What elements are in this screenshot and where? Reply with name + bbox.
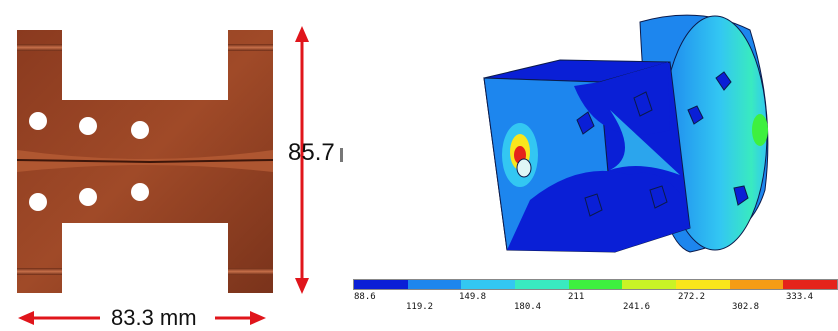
legend-tick-label: 302.8	[732, 302, 760, 312]
legend-swatch	[729, 280, 784, 289]
height-dimension-label: 85.7	[288, 139, 335, 166]
legend-tick-label: 333.4	[786, 292, 814, 302]
legend-tick-label: 272.2	[678, 292, 706, 302]
legend-swatch	[622, 280, 677, 289]
horizontal-dimension-arrow	[18, 311, 266, 325]
legend-tick-label: 180.4	[514, 302, 542, 312]
legend-swatch	[676, 280, 730, 289]
legend-tick-label: 211	[568, 292, 585, 302]
label-clip-mark	[340, 148, 343, 162]
stress-block	[483, 59, 691, 253]
copper-part-photo	[16, 26, 343, 325]
legend-swatch	[515, 280, 569, 289]
width-dimension-label: 83.3 mm	[111, 305, 197, 330]
legend-swatch	[407, 280, 462, 289]
fea-stress-render	[483, 14, 769, 253]
legend-tick-label: 241.6	[623, 302, 651, 312]
legend-tick-label: 149.8	[459, 292, 487, 302]
legend-swatch	[354, 280, 408, 289]
legend-swatch	[783, 280, 838, 289]
legend-tick-label: 88.6	[354, 292, 376, 302]
stress-color-legend: 88.6 149.8 211 272.2 333.4 119.2 180.4 2…	[353, 279, 838, 319]
legend-swatch	[568, 280, 623, 289]
legend-tick-label: 119.2	[406, 302, 434, 312]
legend-swatch	[461, 280, 516, 289]
vertical-dimension-arrow	[295, 26, 309, 294]
legend-color-bar	[353, 279, 838, 290]
h-shaped-part	[16, 30, 274, 293]
